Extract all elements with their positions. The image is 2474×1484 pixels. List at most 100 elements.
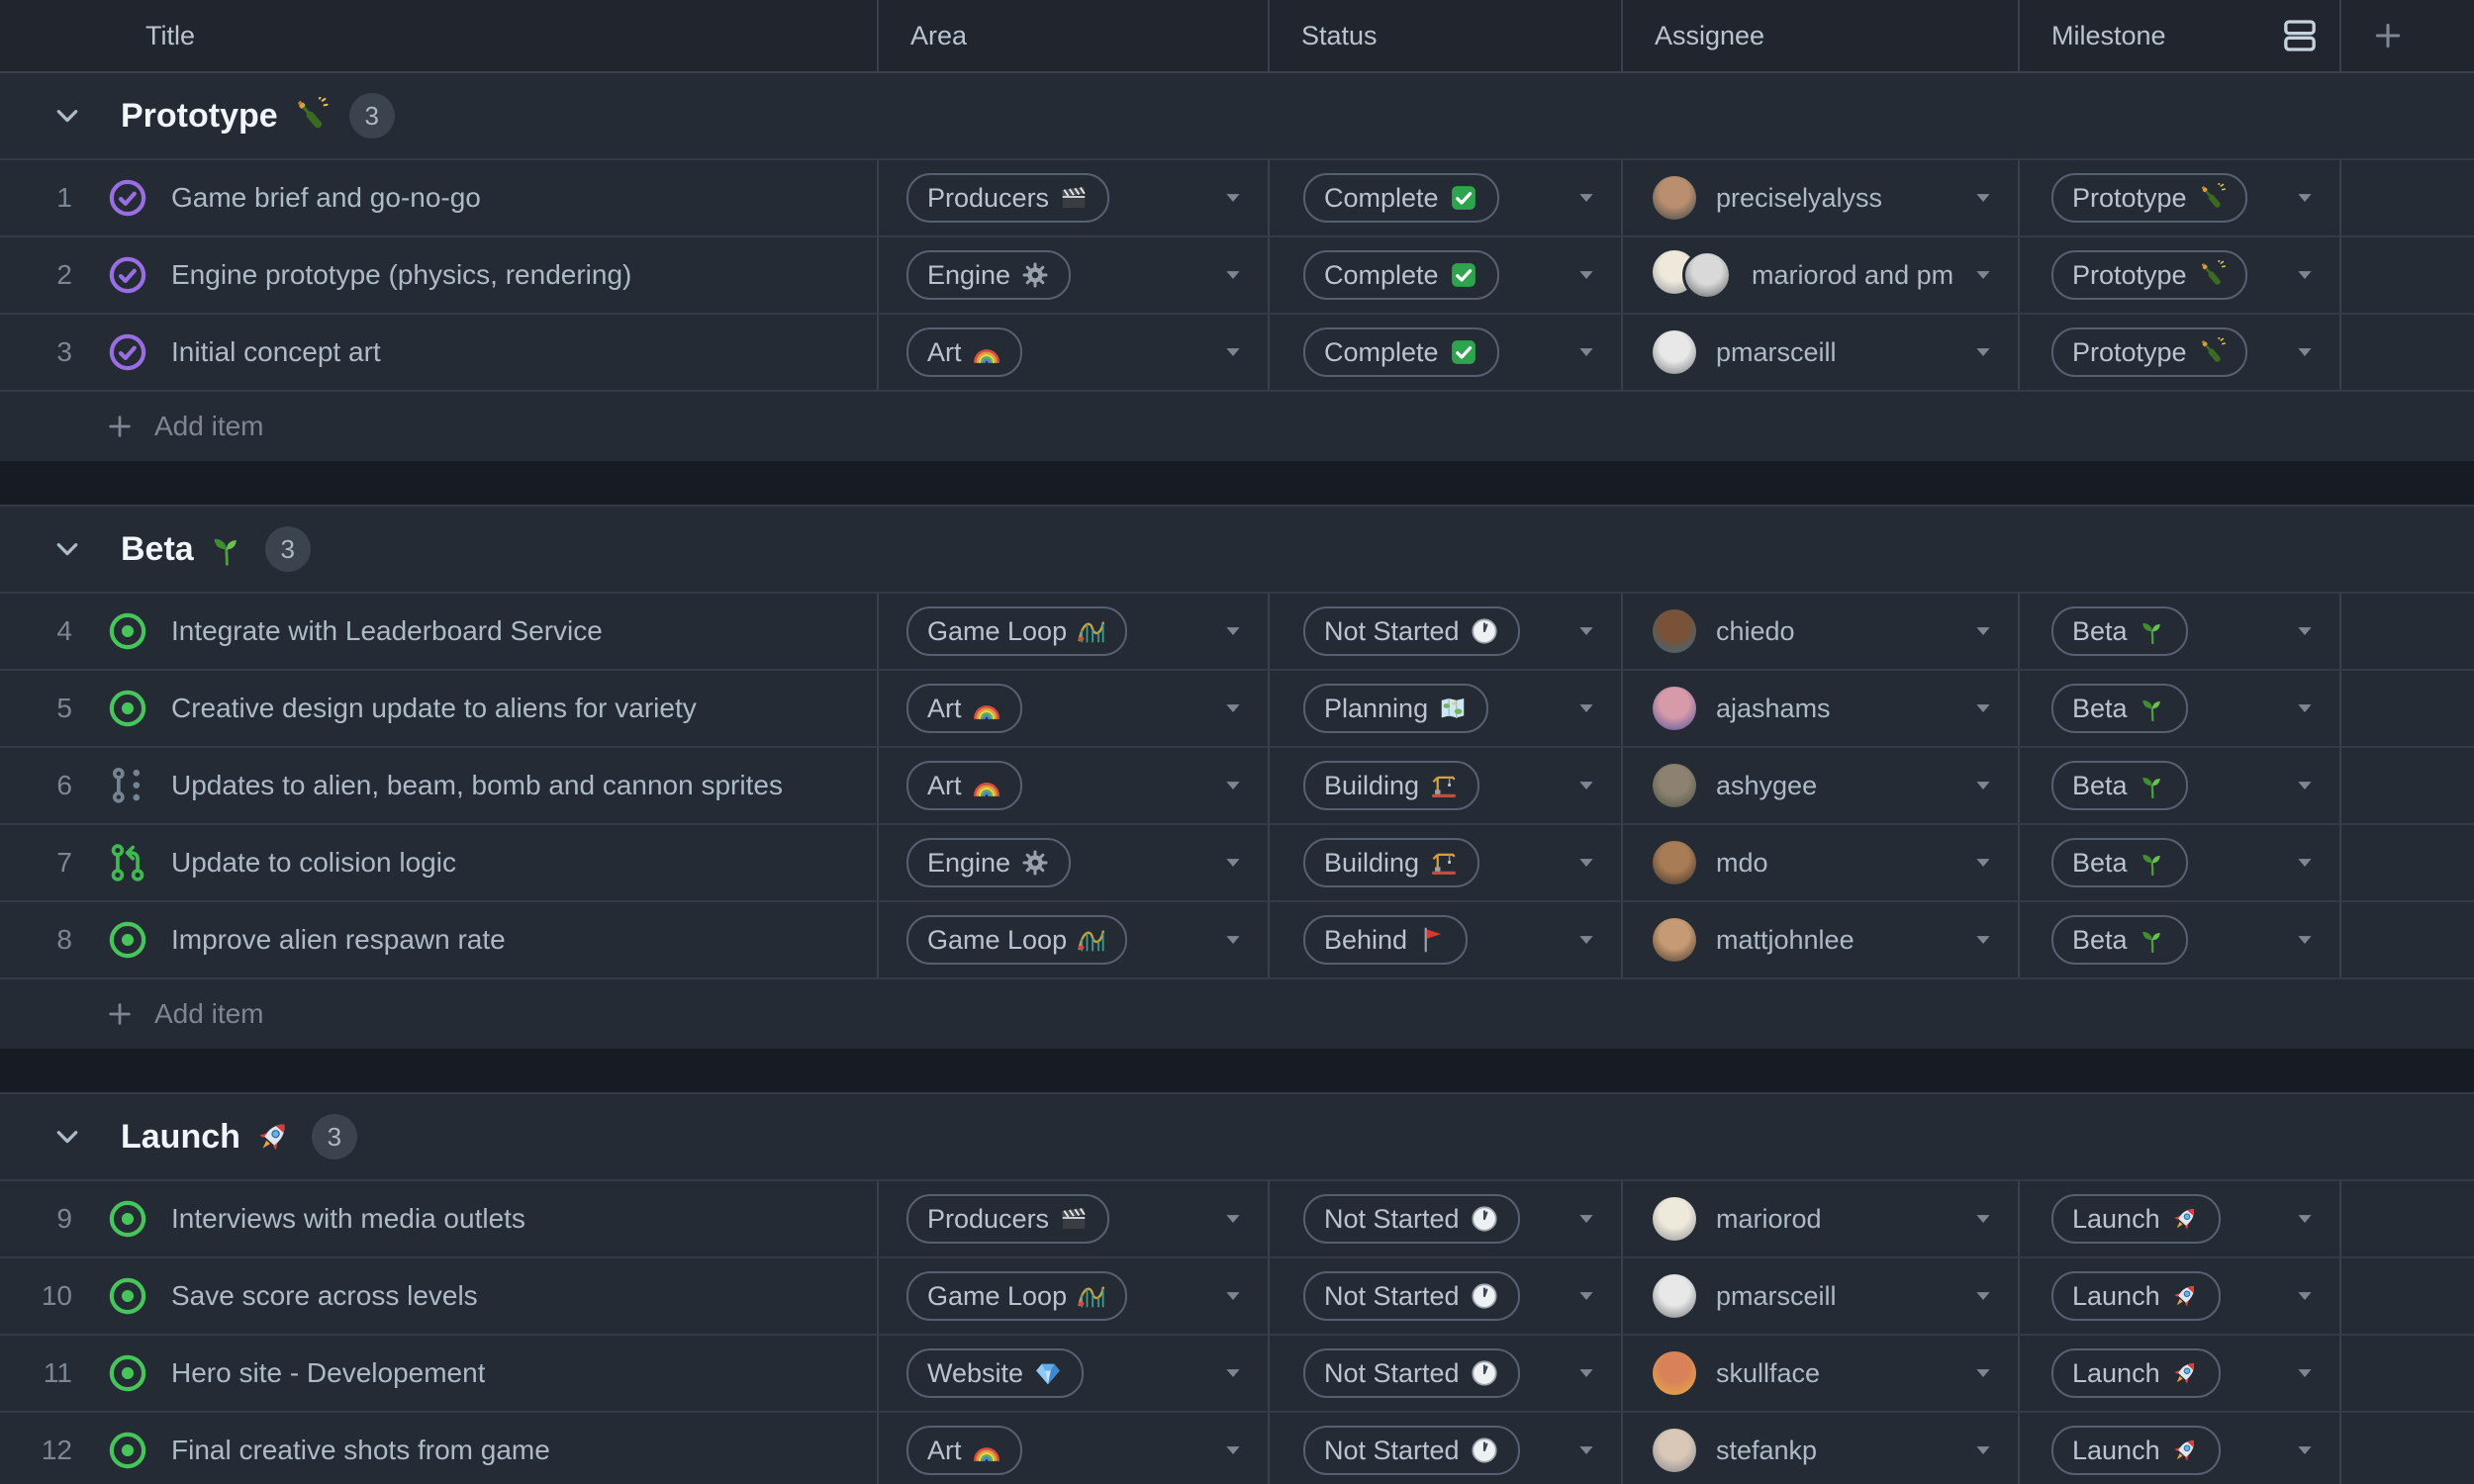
dropdown-caret-icon[interactable] xyxy=(1222,929,1244,951)
row-title-link[interactable]: Save score across levels xyxy=(171,1280,478,1311)
cell-milestone[interactable]: Launch xyxy=(2020,1413,2341,1484)
row-title-link[interactable]: Game brief and go-no-go xyxy=(171,182,481,213)
dropdown-caret-icon[interactable] xyxy=(1575,264,1597,286)
column-header-milestone[interactable]: Milestone xyxy=(2020,0,2341,71)
cell-milestone[interactable]: Launch xyxy=(2020,1258,2341,1334)
row-title-link[interactable]: Updates to alien, beam, bomb and cannon … xyxy=(171,770,783,800)
dropdown-caret-icon[interactable] xyxy=(1222,264,1244,286)
cell-milestone[interactable]: Prototype xyxy=(2020,315,2341,390)
cell-milestone[interactable]: Beta xyxy=(2020,748,2341,823)
milestone-pill[interactable]: Beta xyxy=(2051,761,2188,810)
dropdown-caret-icon[interactable] xyxy=(1222,1285,1244,1307)
dropdown-caret-icon[interactable] xyxy=(1575,341,1597,363)
dropdown-caret-icon[interactable] xyxy=(1222,775,1244,796)
row-title-link[interactable]: Hero site - Developement xyxy=(171,1357,486,1388)
dropdown-caret-icon[interactable] xyxy=(1972,620,1994,642)
status-pill[interactable]: Complete xyxy=(1303,173,1499,223)
cell-area[interactable]: Art xyxy=(879,1413,1270,1484)
status-pill[interactable]: Not Started xyxy=(1303,1426,1520,1475)
area-pill[interactable]: Game Loop xyxy=(906,915,1128,965)
dropdown-caret-icon[interactable] xyxy=(2294,620,2316,642)
status-pill[interactable]: Not Started xyxy=(1303,1271,1520,1321)
area-pill[interactable]: Producers xyxy=(906,173,1110,223)
avatar[interactable] xyxy=(1653,764,1696,807)
milestone-pill[interactable]: Launch xyxy=(2051,1194,2221,1244)
avatar[interactable] xyxy=(1653,176,1696,220)
avatar[interactable] xyxy=(1653,1274,1696,1318)
area-pill[interactable]: Engine xyxy=(906,838,1072,887)
cell-milestone[interactable]: Beta xyxy=(2020,594,2341,669)
cell-area[interactable]: Art xyxy=(879,748,1270,823)
row-title-link[interactable]: Update to colision logic xyxy=(171,847,456,878)
cell-assignee[interactable]: mdo xyxy=(1623,825,2020,900)
row-title-link[interactable]: Final creative shots from game xyxy=(171,1435,550,1465)
dropdown-caret-icon[interactable] xyxy=(1972,929,1994,951)
cell-status[interactable]: Complete xyxy=(1270,160,1623,235)
cell-area[interactable]: Engine xyxy=(879,237,1270,313)
dropdown-caret-icon[interactable] xyxy=(1972,1285,1994,1307)
column-header-area[interactable]: Area xyxy=(879,0,1270,71)
dropdown-caret-icon[interactable] xyxy=(2294,852,2316,874)
dropdown-caret-icon[interactable] xyxy=(1575,1285,1597,1307)
milestone-pill[interactable]: Beta xyxy=(2051,838,2188,887)
add-column-plus-icon[interactable] xyxy=(2371,19,2405,52)
avatar[interactable] xyxy=(1653,1429,1696,1472)
cell-milestone[interactable]: Prototype xyxy=(2020,237,2341,313)
status-pill[interactable]: Behind xyxy=(1303,915,1469,965)
dropdown-caret-icon[interactable] xyxy=(1222,852,1244,874)
dropdown-caret-icon[interactable] xyxy=(2294,1439,2316,1461)
dropdown-caret-icon[interactable] xyxy=(1972,775,1994,796)
cell-status[interactable]: Not Started xyxy=(1270,1336,1623,1411)
dropdown-caret-icon[interactable] xyxy=(1972,1208,1994,1230)
cell-milestone[interactable]: Launch xyxy=(2020,1336,2341,1411)
cell-area[interactable]: Art xyxy=(879,315,1270,390)
column-header-status[interactable]: Status xyxy=(1270,0,1623,71)
dropdown-caret-icon[interactable] xyxy=(1575,775,1597,796)
row-title-link[interactable]: Initial concept art xyxy=(171,336,381,367)
cell-status[interactable]: Complete xyxy=(1270,315,1623,390)
column-header-title[interactable]: Title xyxy=(0,0,879,71)
dropdown-caret-icon[interactable] xyxy=(1575,852,1597,874)
milestone-pill[interactable]: Prototype xyxy=(2051,250,2247,300)
cell-area[interactable]: Art xyxy=(879,671,1270,746)
cell-milestone[interactable]: Prototype xyxy=(2020,160,2341,235)
milestone-pill[interactable]: Prototype xyxy=(2051,173,2247,223)
column-header-add-field[interactable] xyxy=(2341,0,2474,71)
dropdown-caret-icon[interactable] xyxy=(1222,620,1244,642)
area-pill[interactable]: Game Loop xyxy=(906,1271,1128,1321)
milestone-pill[interactable]: Beta xyxy=(2051,606,2188,656)
dropdown-caret-icon[interactable] xyxy=(2294,1362,2316,1384)
add-item-row[interactable]: Add item xyxy=(0,979,2474,1049)
dropdown-caret-icon[interactable] xyxy=(2294,1208,2316,1230)
area-pill[interactable]: Engine xyxy=(906,250,1072,300)
dropdown-caret-icon[interactable] xyxy=(1575,620,1597,642)
cell-assignee[interactable]: pmarsceill xyxy=(1623,315,2020,390)
milestone-pill[interactable]: Beta xyxy=(2051,915,2188,965)
dropdown-caret-icon[interactable] xyxy=(1222,187,1244,209)
avatar[interactable] xyxy=(1653,687,1696,730)
area-pill[interactable]: Art xyxy=(906,761,1022,810)
area-pill[interactable]: Art xyxy=(906,684,1022,733)
row-title-link[interactable]: Interviews with media outlets xyxy=(171,1203,525,1234)
dropdown-caret-icon[interactable] xyxy=(1972,697,1994,719)
milestone-pill[interactable]: Launch xyxy=(2051,1348,2221,1398)
column-header-assignee[interactable]: Assignee xyxy=(1623,0,2020,71)
cell-assignee[interactable]: stefankp xyxy=(1623,1413,2020,1484)
cell-status[interactable]: Not Started xyxy=(1270,1258,1623,1334)
chevron-down-icon[interactable] xyxy=(51,1121,83,1153)
cell-status[interactable]: Building xyxy=(1270,825,1623,900)
dropdown-caret-icon[interactable] xyxy=(1575,1439,1597,1461)
chevron-down-icon[interactable] xyxy=(51,533,83,565)
avatar[interactable] xyxy=(1653,841,1696,884)
row-title-link[interactable]: Engine prototype (physics, rendering) xyxy=(171,259,632,290)
avatar[interactable] xyxy=(1653,1197,1696,1241)
chevron-down-icon[interactable] xyxy=(51,100,83,132)
dropdown-caret-icon[interactable] xyxy=(1972,187,1994,209)
dropdown-caret-icon[interactable] xyxy=(1972,341,1994,363)
cell-status[interactable]: Not Started xyxy=(1270,1181,1623,1256)
area-pill[interactable]: Game Loop xyxy=(906,606,1128,656)
cell-status[interactable]: Behind xyxy=(1270,902,1623,977)
status-pill[interactable]: Complete xyxy=(1303,327,1499,377)
